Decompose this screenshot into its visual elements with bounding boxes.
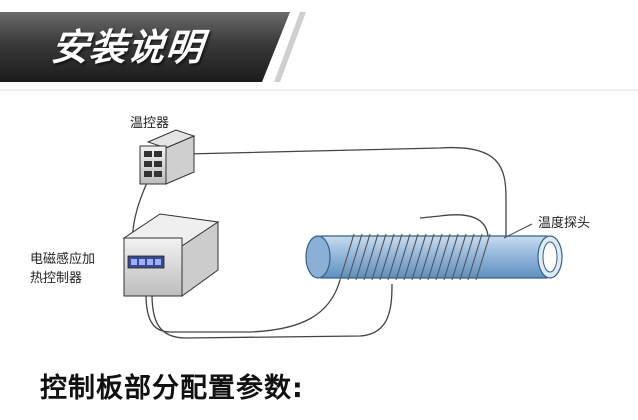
installation-diagram: 温控器 电磁感应加 热控制器 温度探头 bbox=[0, 98, 638, 360]
coil-cable-2 bbox=[419, 214, 489, 237]
banner-shape bbox=[0, 12, 638, 91]
coil-cable-3 bbox=[151, 283, 393, 339]
coil-cable-1 bbox=[145, 279, 341, 333]
probe-leader bbox=[503, 223, 533, 239]
probe-label: 温度探头 bbox=[538, 216, 591, 231]
header-title: 安装说明 bbox=[49, 26, 206, 69]
controller-label-line2: 热控制器 bbox=[30, 271, 83, 286]
induction-coil bbox=[339, 233, 491, 281]
diagram-drawing bbox=[122, 129, 563, 339]
thermostat-cable bbox=[185, 146, 507, 238]
thermostat-box bbox=[139, 129, 196, 185]
heated-pipe bbox=[305, 235, 563, 279]
header-banner: 安装说明 bbox=[0, 0, 638, 98]
thermostat-label: 温控器 bbox=[130, 116, 170, 131]
controller-label-line1: 电磁感应加 bbox=[30, 252, 96, 267]
controller-box bbox=[122, 213, 220, 297]
section-title: 控制板部分配置参数: bbox=[40, 373, 304, 404]
